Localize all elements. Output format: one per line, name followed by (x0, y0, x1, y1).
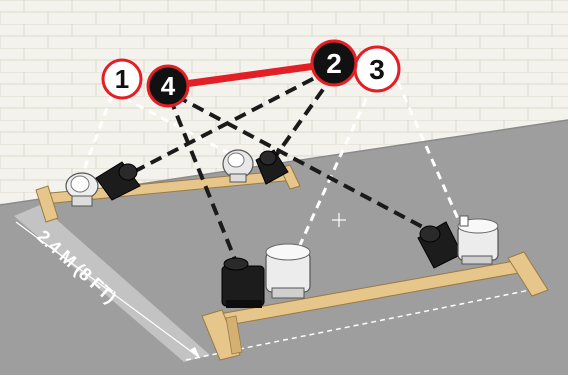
marker-2-label: 2 (326, 48, 342, 79)
marker-3-label: 3 (369, 54, 385, 85)
beam-1-to-back-white (80, 94, 114, 176)
back-lamp-black-left (95, 161, 141, 201)
marker-1-label: 1 (115, 64, 129, 94)
center-crosshair (332, 213, 346, 227)
light-beams (80, 68, 464, 263)
front-stand (201, 251, 549, 361)
marker-4: 4 (146, 64, 190, 108)
beam-1-to-center-white (123, 96, 239, 160)
marker-1: 1 (101, 58, 143, 100)
front-lamp-white-left (265, 243, 311, 299)
marker-3: 3 (353, 45, 401, 93)
back-lamp-white-left (65, 172, 99, 207)
front-lamp-black-right (417, 221, 463, 269)
beam-3-to-center-white (298, 85, 374, 246)
front-lamp-black-left (221, 257, 265, 308)
beam-4-to-front-right (175, 94, 433, 234)
marker-2: 2 (310, 39, 358, 87)
beam-3-to-front-white (396, 81, 464, 229)
beam-4-to-front-left (168, 97, 238, 263)
back-lamp-white-center (222, 149, 254, 183)
floor-guide-line (185, 289, 531, 361)
front-lamp-white-right (457, 215, 499, 265)
back-lamp-black-center (255, 149, 289, 185)
marker-connector (166, 60, 334, 90)
beam-2-to-back-left (117, 68, 331, 182)
marker-4-label: 4 (161, 71, 176, 101)
